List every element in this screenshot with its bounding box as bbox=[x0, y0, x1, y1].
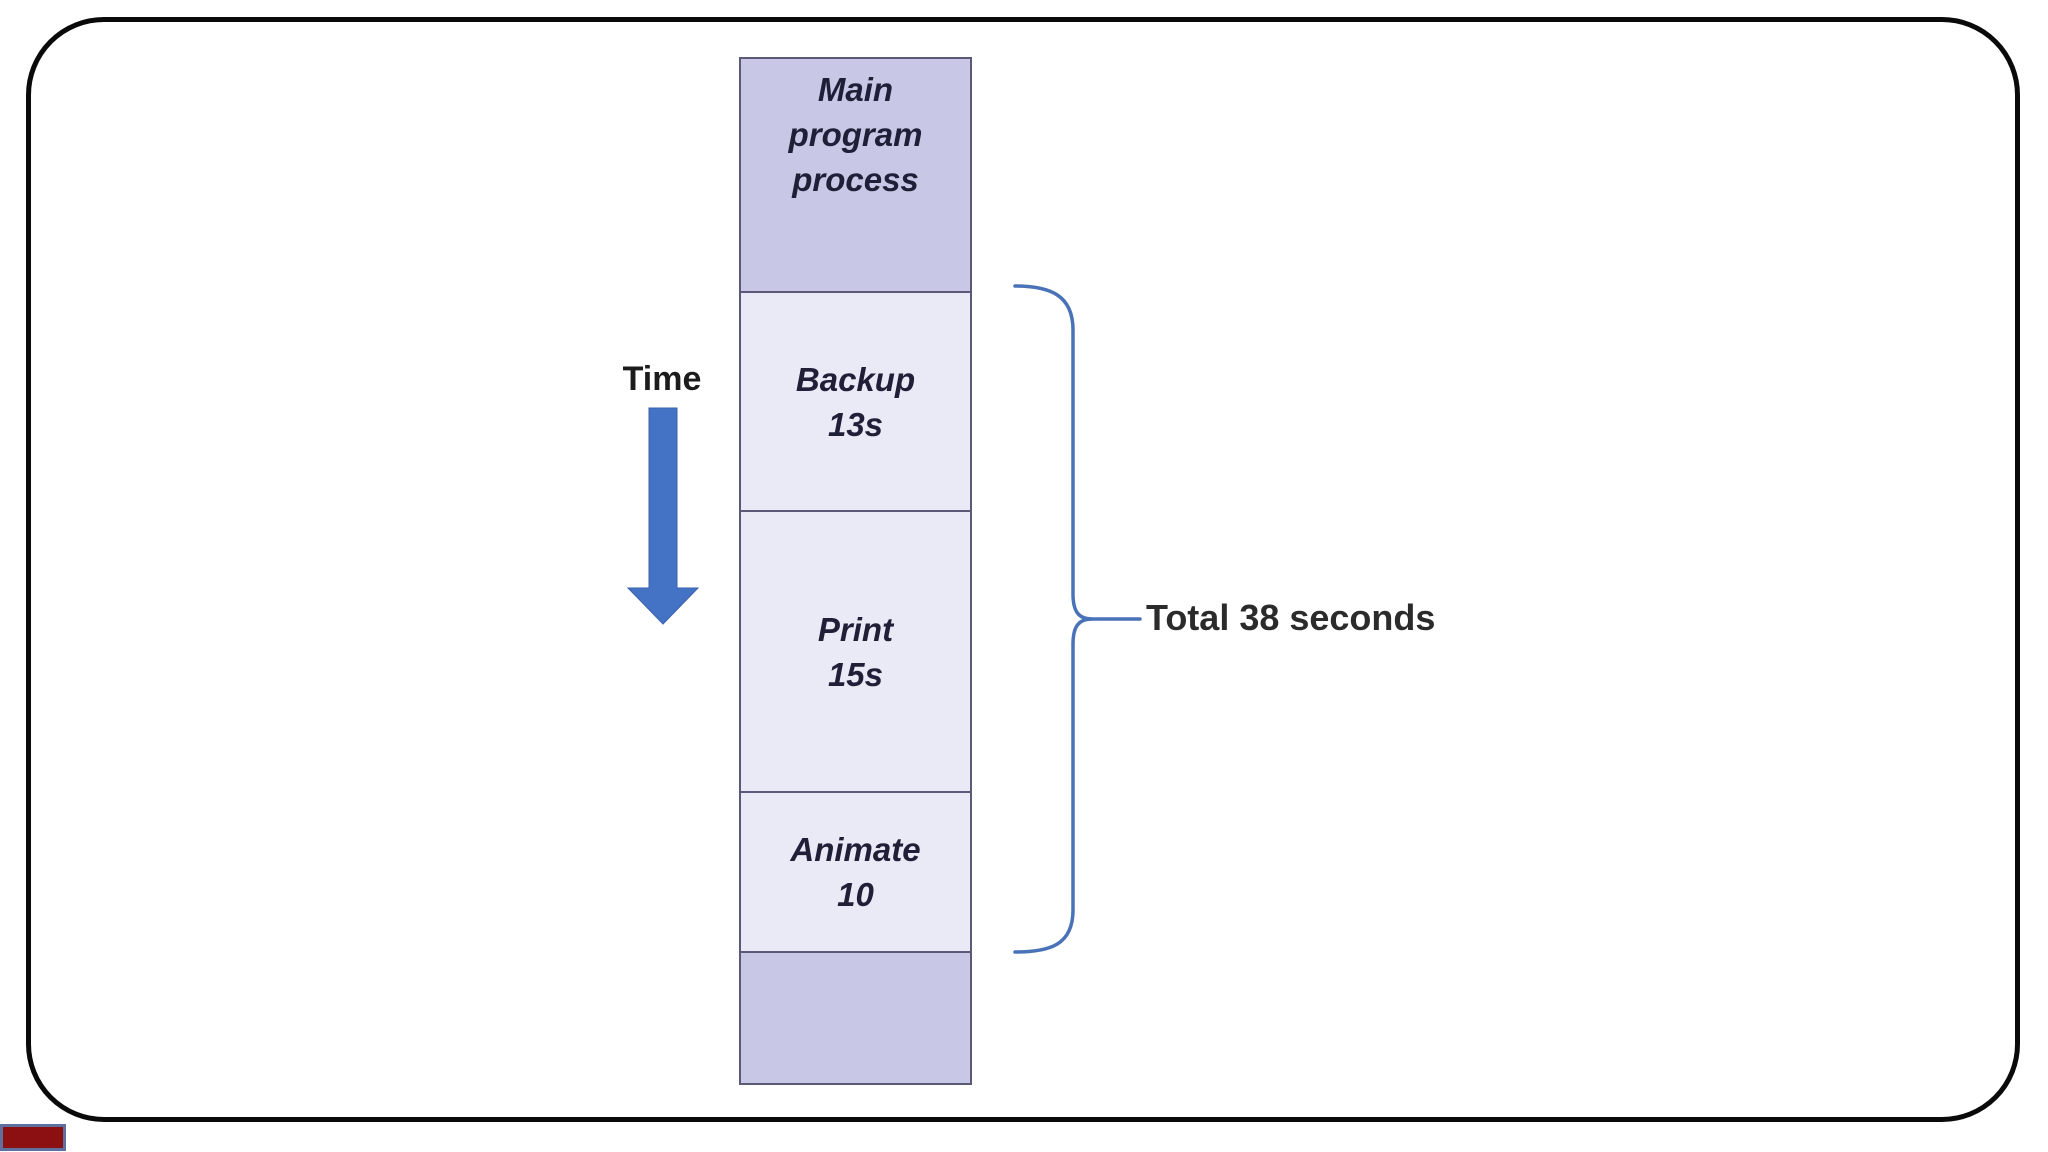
process-stack: Main program process Backup 13s Print 15… bbox=[739, 57, 972, 1085]
stack-segment-spare bbox=[741, 953, 970, 1083]
stack-segment-backup: Backup 13s bbox=[741, 293, 970, 512]
time-label: Time bbox=[622, 360, 702, 398]
time-down-arrow-icon bbox=[626, 407, 700, 625]
rounded-border-frame bbox=[26, 17, 2020, 1122]
total-duration-label: Total 38 seconds bbox=[1146, 597, 1436, 638]
stack-segment-main-program: Main program process bbox=[741, 59, 970, 293]
stack-segment-print: Print 15s bbox=[741, 512, 970, 793]
stack-segment-animate: Animate 10 bbox=[741, 793, 970, 953]
red-marker bbox=[0, 1124, 66, 1151]
total-brace-icon bbox=[1013, 284, 1142, 954]
